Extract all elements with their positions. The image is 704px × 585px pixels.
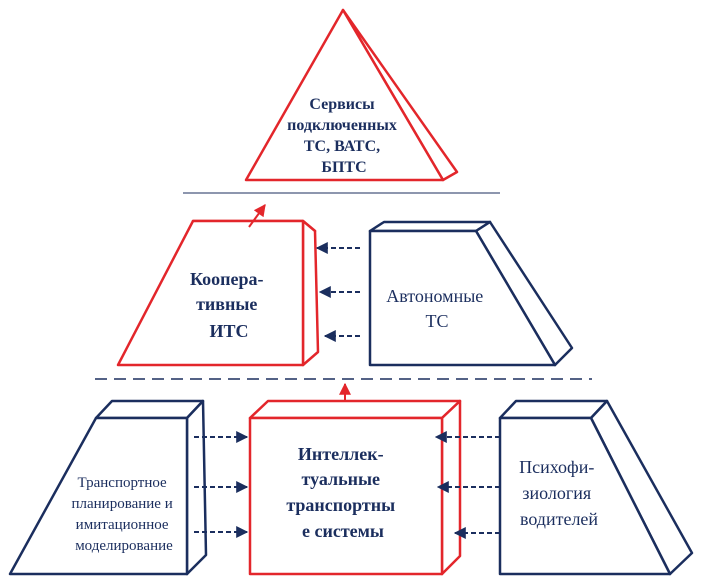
cooperative-up-arrow <box>248 204 266 228</box>
transport-planning-label: Транспортное планирование и имитационное… <box>71 475 176 554</box>
autonomous-ts-label: Автономные ТС <box>386 286 488 331</box>
psychophysiology-block <box>498 399 694 576</box>
autonomous-ts-block <box>368 220 574 367</box>
services-label: Сервисы подключенных ТС, ВАТС, БПТС <box>287 96 401 176</box>
services-pyramid <box>244 8 459 182</box>
psychophysiology-label: Психофи- зиология водителей <box>519 457 599 529</box>
cooperative-its-block <box>116 219 320 367</box>
its-cube <box>248 399 462 576</box>
its-label: Интеллек- туальные транспортны е системы <box>286 444 399 541</box>
cooperative-its-label: Коопера- тивные ИТС <box>190 269 268 341</box>
